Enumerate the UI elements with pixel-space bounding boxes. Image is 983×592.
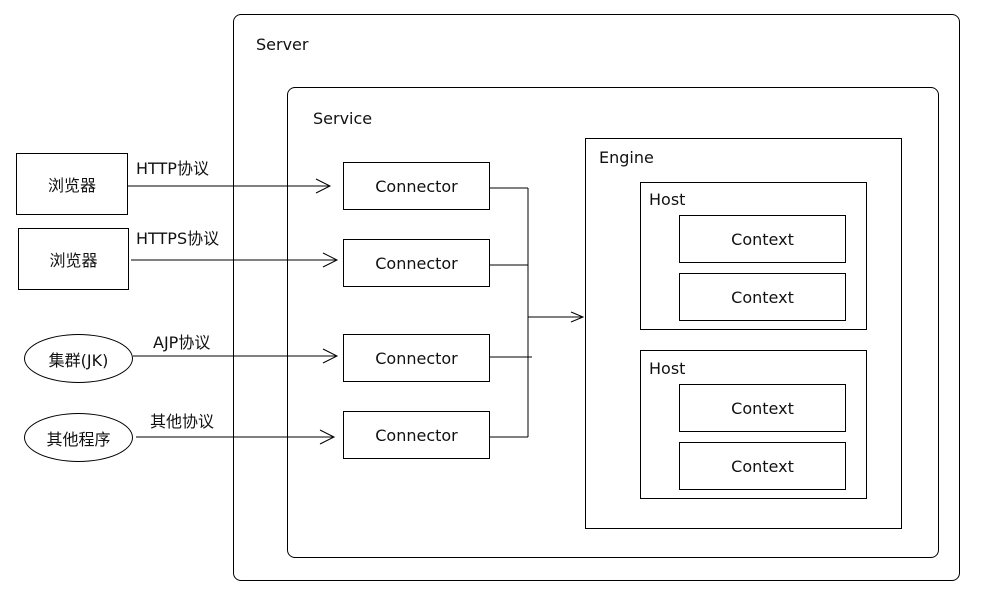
arrowhead [322, 348, 339, 364]
server-title: Server [256, 35, 309, 54]
arrowhead [570, 311, 585, 323]
service-title: Service [313, 109, 373, 128]
arrowhead [319, 429, 336, 445]
protocol-label-ajp: AJP协议 [153, 333, 211, 352]
client-browser-box: 浏览器 [16, 153, 128, 215]
client-other-program-ellipse: 其他程序 [24, 413, 133, 462]
context-box: Context [679, 442, 846, 490]
connector-box: Connector [343, 239, 490, 287]
connector-box: Connector [343, 162, 490, 210]
context-box: Context [679, 273, 846, 321]
connector-box: Connector [343, 334, 490, 382]
connector-box: Connector [343, 411, 490, 459]
engine-title: Engine [599, 148, 654, 167]
client-browser-box: 浏览器 [18, 228, 129, 290]
context-box: Context [679, 215, 846, 263]
host-title: Host [649, 359, 686, 378]
client-cluster-ellipse: 集群(JK) [24, 334, 133, 383]
protocol-label-other: 其他协议 [150, 412, 215, 431]
arrowhead [322, 252, 339, 268]
context-box: Context [679, 384, 846, 432]
arrowhead [315, 178, 332, 194]
protocol-label-https: HTTPS协议 [136, 229, 220, 248]
host-title: Host [649, 190, 686, 209]
protocol-label-http: HTTP协议 [136, 159, 209, 178]
